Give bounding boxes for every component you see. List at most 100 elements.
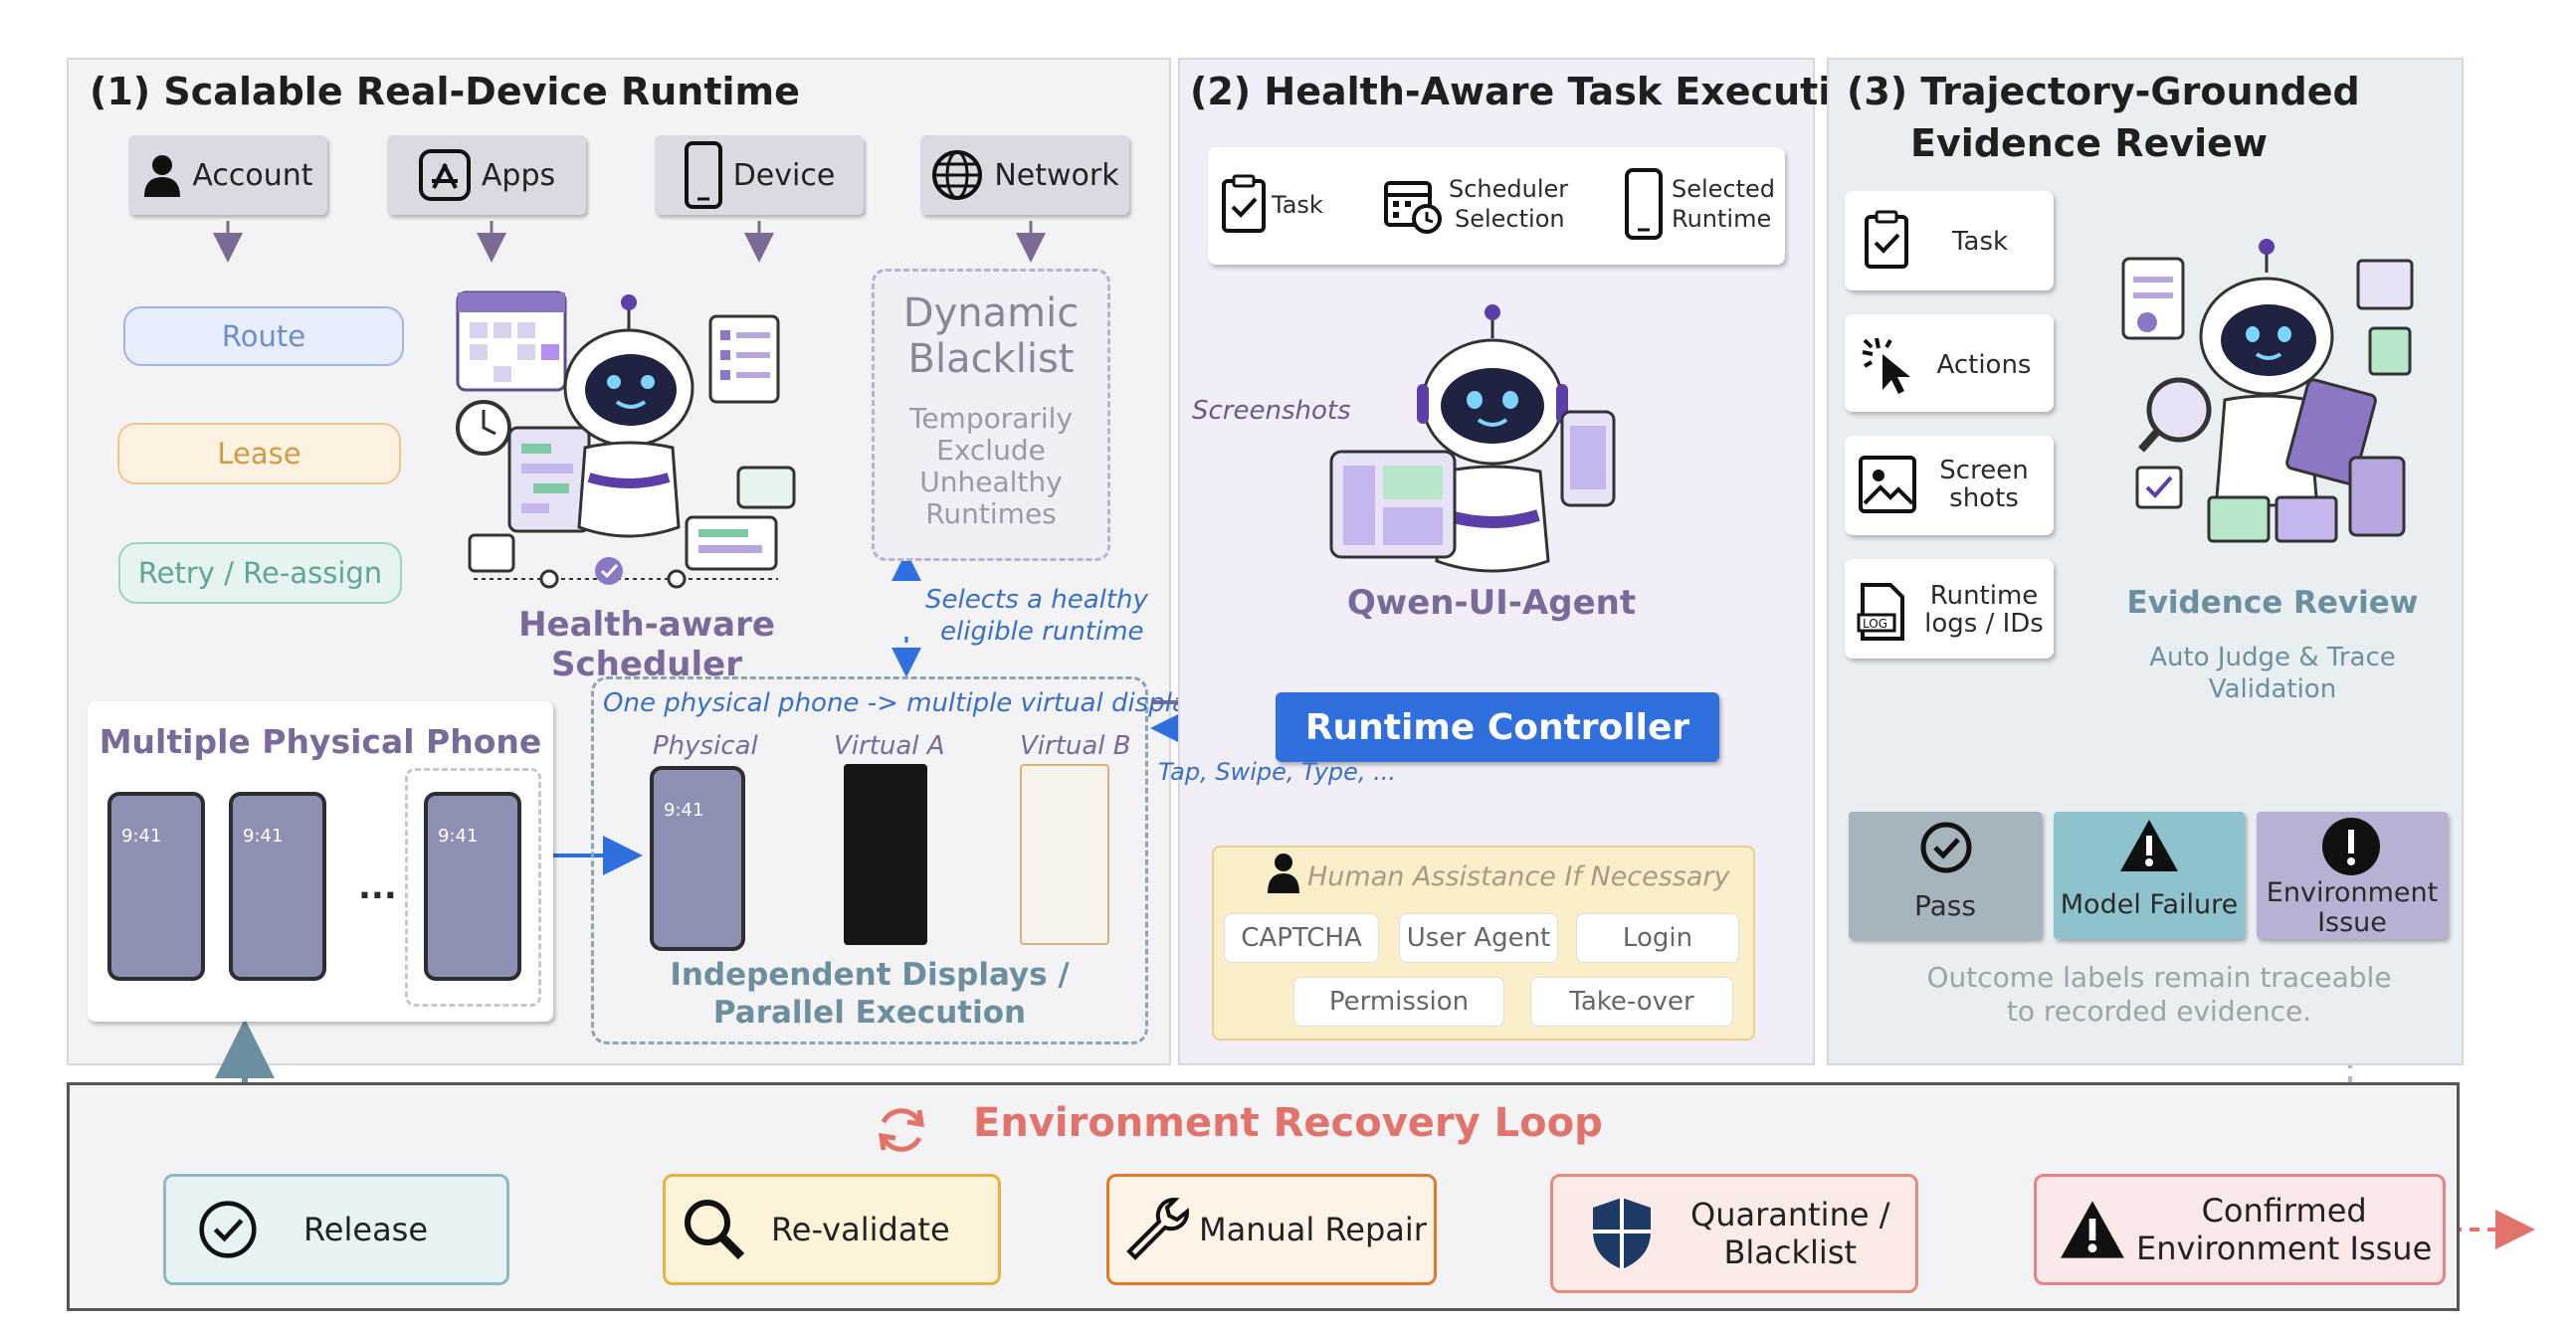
image-icon [1859,456,1916,513]
evidence-screenshots [1845,436,2054,535]
outcome-note-2: to recorded evidence. [2006,995,2312,1028]
step-confirmed-label-1: Confirmed [2201,1192,2367,1230]
step-confirmed-issue: Confirmed Environment Issue [2034,1174,2446,1285]
review-sub-1: Auto Judge & Trace [2149,643,2396,672]
agent-robot-illustration [1329,304,1616,573]
display-virtual-b [1020,764,1109,945]
phone-3: 9:41 [424,792,521,981]
flow-runtime-2: Runtime [1672,205,1772,233]
search-icon [685,1200,745,1260]
display-label-physical: Physical [653,731,758,761]
outcome-note-1: Outcome labels remain traceable [1926,961,2392,994]
outcome-pass-label: Pass [1914,889,1976,922]
step-quarantine-label-2: Blacklist [1723,1233,1858,1271]
evidence-logs-label-2: logs / IDs [1924,609,2044,639]
scheduler-label: Health-aware Scheduler [518,605,775,684]
step-manual-repair-label: Manual Repair [1199,1211,1427,1248]
human-assistance-title: Human Assistance If Necessary [1307,861,1730,892]
blacklist-title-line1: Dynamic [902,290,1080,336]
outcome-env-label-1: Environment [2266,877,2439,908]
smartphone-icon [684,141,722,209]
check-circle-icon [199,1201,257,1258]
panel2-title: (2) Health-Aware Task Execution [1190,70,1884,113]
outcome-model-failure-label: Model Failure [2060,889,2239,920]
phone-time: 9:41 [664,800,704,821]
calendar-clock-icon [1384,181,1442,234]
human-item-login: Login [1576,913,1739,963]
phones-ellipsis: ... [358,867,397,907]
recovery-loop-title: Environment Recovery Loop [973,1100,1603,1146]
actions-note: Tap, Swipe, Type, ... [1158,758,1397,786]
flow-task-label: Task [1272,191,1323,219]
resource-label: Network [994,157,1119,193]
resource-label: Device [732,157,836,193]
refresh-icon [879,1108,924,1152]
resource-account: Account [128,135,327,215]
resource-label: Apps [481,157,556,193]
blacklist-text-1: Temporarily [908,402,1074,435]
flow-scheduler-1: Scheduler [1449,175,1569,203]
resource-apps: Apps [387,135,586,215]
user-icon [144,155,181,197]
display-label-virtual-a: Virtual A [834,731,945,761]
display-label-virtual-b: Virtual B [1020,731,1131,761]
evidence-runtime-logs [1845,559,2054,659]
agent-label: Qwen-UI-Agent [1346,583,1637,623]
clipboard-check-icon [1222,174,1266,233]
warning-icon [2061,1201,2124,1258]
physical-phones-title: Multiple Physical Phone [99,722,542,761]
evidence-actions-label: Actions [1936,350,2032,380]
selects-note-2: eligible runtime [940,617,1144,647]
evidence-screenshots-label-2: shots [1949,483,2019,513]
human-item-permission: Permission [1293,977,1504,1027]
runtime-controller-box: Runtime Controller [1276,692,1719,762]
selects-note-1: Selects a healthy [925,585,1148,615]
phone-2: 9:41 [229,792,326,981]
displays-box [591,676,1148,1044]
route-pill: Route [123,306,404,366]
globe-icon [932,150,983,200]
step-release-label: Release [303,1211,429,1248]
lease-pill: Lease [117,423,401,484]
human-item-captcha: CAPTCHA [1224,913,1379,963]
phone-time: 9:41 [121,826,162,847]
display-virtual-a [844,764,927,945]
step-release: Release [163,1174,509,1285]
review-robot-illustration [2121,239,2414,543]
outcome-env-label-2: Issue [2317,907,2387,938]
wrench-icon [1126,1197,1190,1260]
step-revalidate: Re-validate [663,1174,1001,1285]
warning-icon [2120,820,2178,871]
check-circle-icon [1920,822,1972,873]
log-file-icon: LOG [1857,583,1904,641]
blacklist-text-3: Unhealthy [919,466,1063,498]
display-physical: 9:41 [650,766,745,951]
runtime-controller-label: Runtime Controller [1304,706,1690,748]
flow-card [1208,147,1785,265]
human-item-user-agent: User Agent [1399,913,1558,963]
evidence-actions [1845,314,2054,412]
phone-time: 9:41 [243,826,284,847]
resource-device: Device [655,135,864,215]
step-quarantine: Quarantine / Blacklist [1550,1174,1918,1293]
phone-time: 9:41 [438,826,479,847]
outcome-pass [1849,812,2042,939]
step-manual-repair: Manual Repair [1106,1174,1437,1285]
evidence-task-label: Task [1951,227,2009,257]
smartphone-icon [1625,168,1663,240]
human-item-take-over: Take-over [1530,977,1733,1027]
phone-slot-dashed [405,768,541,1007]
review-sub-2: Validation [2208,674,2337,704]
panel1-title: (1) Scalable Real-Device Runtime [90,70,800,113]
blacklist-title-line2: Blacklist [907,336,1075,382]
retry-pill: Retry / Re-assign [118,542,402,604]
user-icon [1268,853,1299,893]
evidence-review-label: Evidence Review [2126,585,2419,621]
screenshots-note: Screenshots [1192,396,1351,426]
displays-note: One physical phone -> multiple virtual d… [603,688,1217,718]
shield-icon [1593,1198,1651,1269]
exclamation-circle-icon [2322,818,2380,875]
clipboard-check-icon [1865,210,1908,269]
app-store-icon [418,149,471,201]
evidence-screenshots-label-1: Screen [1939,456,2029,485]
